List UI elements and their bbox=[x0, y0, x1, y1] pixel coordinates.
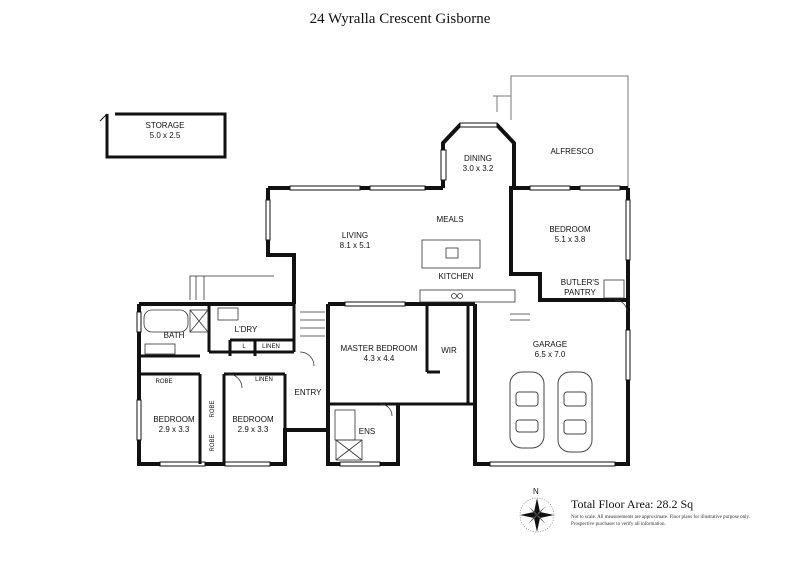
l-cupboard-label: L bbox=[242, 344, 246, 350]
disclaimer: Not to scale. All measurements are appro… bbox=[571, 515, 750, 527]
linen-2-label: LINEN bbox=[255, 377, 273, 383]
laundry-label: L'DRY bbox=[234, 325, 258, 334]
total-floor-area: Total Floor Area: 28.2 Sq bbox=[571, 497, 694, 511]
compass-north-label: N bbox=[533, 487, 539, 496]
garage-cars bbox=[509, 371, 593, 453]
ens-label: ENS bbox=[358, 427, 376, 436]
alfresco-label: ALFRESCO bbox=[550, 147, 594, 156]
compass-icon bbox=[519, 497, 555, 533]
kitchen-label: KITCHEN bbox=[438, 272, 474, 281]
wir-label: WIR bbox=[441, 346, 457, 355]
fixtures bbox=[143, 239, 628, 461]
bath-label: BATH bbox=[163, 331, 185, 340]
storage-shed bbox=[99, 112, 227, 159]
robe-3-label: ROBE bbox=[210, 434, 216, 452]
robe-1-label: ROBE bbox=[155, 379, 173, 385]
meals-label: MEALS bbox=[436, 215, 464, 224]
robe-2-label: ROBE bbox=[210, 400, 216, 418]
entry-label: ENTRY bbox=[294, 388, 322, 397]
windows bbox=[136, 185, 631, 467]
plan-title: 24 Wyralla Crescent Gisborne bbox=[309, 11, 491, 27]
interior-walls bbox=[139, 304, 475, 464]
linen-1-label: LINEN bbox=[262, 344, 280, 350]
